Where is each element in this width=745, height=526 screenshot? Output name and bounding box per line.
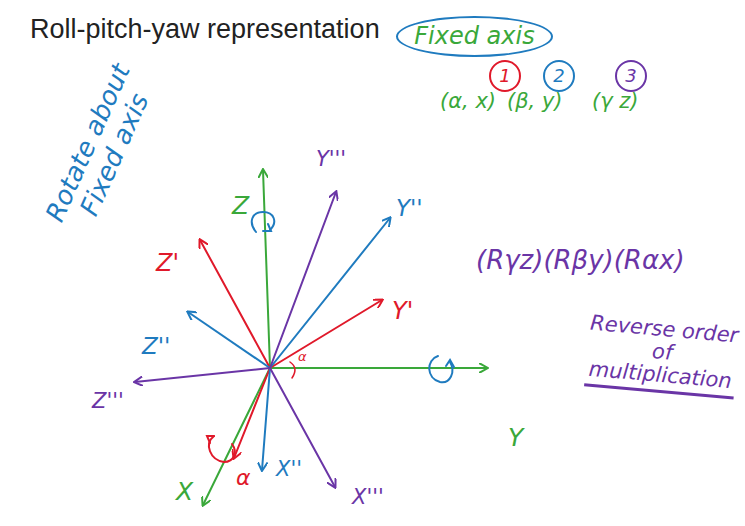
axis-label: Z — [232, 192, 249, 220]
callout-number: 2 — [543, 60, 575, 92]
axis-label: Y'' — [396, 196, 423, 221]
circled-note: Fixed axis — [396, 16, 553, 57]
callout-number: 1 — [489, 60, 521, 92]
axis-label: Z' — [156, 250, 179, 276]
axis-label: Y' — [392, 298, 413, 324]
handwritten-note: Reverse order of multiplication — [584, 312, 740, 400]
handwritten-note: Rotate about Fixed axis — [36, 50, 166, 247]
axis-label: X'' — [276, 458, 302, 481]
rotation-product: (Rγz)(Rβy)(Rαx) — [476, 246, 685, 275]
axis-label: Z'' — [142, 334, 170, 359]
axis-label: X — [176, 478, 193, 506]
angle-label: α — [236, 466, 251, 490]
axis-pair: (β, y) — [507, 90, 563, 113]
node-text: 3 — [625, 66, 636, 86]
axis-label: Y''' — [316, 148, 346, 171]
axis-label: Y — [508, 424, 523, 452]
axis-label: X''' — [352, 486, 384, 509]
slide-title: Roll-pitch-yaw representation — [30, 14, 380, 45]
axis-label: Z''' — [92, 390, 124, 413]
axis-pair: (γ z) — [592, 90, 639, 113]
callout-number: 3 — [615, 60, 647, 92]
node-text: 2 — [553, 66, 564, 86]
axis-pair: (α, x) — [440, 90, 496, 113]
node-text: Fixed axis — [414, 23, 534, 49]
angle-label: α — [298, 350, 307, 364]
node-text: 1 — [499, 66, 510, 86]
